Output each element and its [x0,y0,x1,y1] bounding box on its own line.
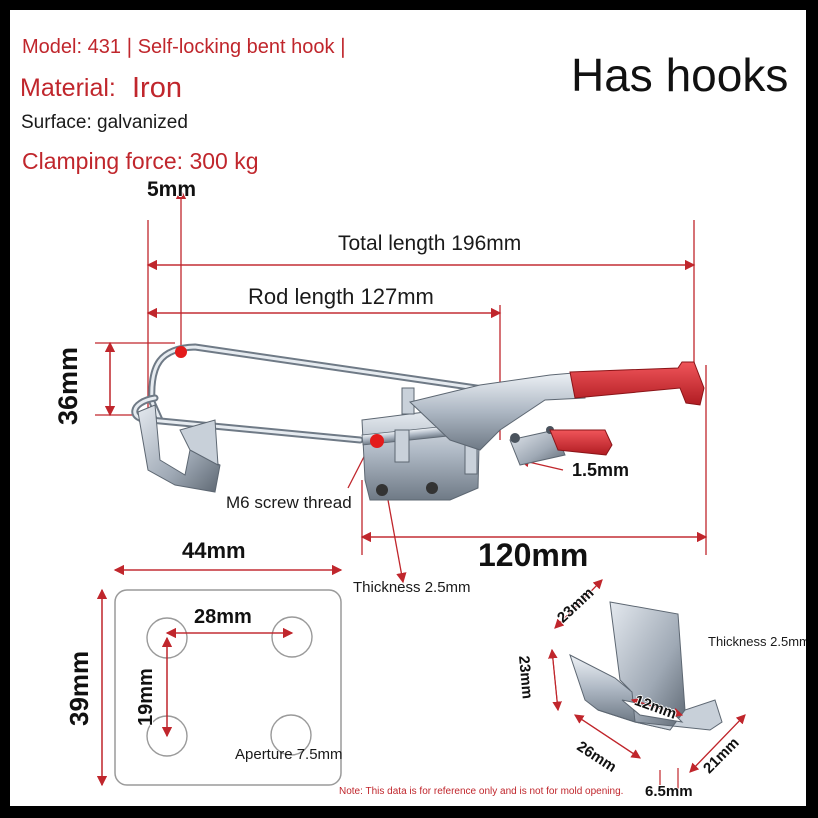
page-title: Has hooks [571,49,789,101]
material-label: Material: [20,74,116,102]
plate-hole-v-label: 19mm [135,668,157,726]
dim-36mm: 36mm [53,346,83,425]
product-spec-image: Model: 431❘Self-locking bent hook❘ Mater… [10,10,806,806]
hook-thickness-label: Thickness 2.5mm [708,634,806,649]
hook-side-23: 23mm [515,655,536,700]
dim-rod-length: Rod length 127mm [248,284,434,309]
plate-width-label: 44mm [182,538,246,563]
clamp-illustration [95,188,746,790]
model-text: Model: 431❘Self-locking bent hook❘ [22,36,352,58]
toggle-clamp [131,343,705,501]
hook-bottom-6-5: 6.5mm [645,783,693,800]
dim-120mm: 120mm [478,537,589,573]
dimension-lines [95,188,708,584]
surface-text: Surface: galvanized [21,112,188,133]
thickness-label-main: Thickness 2.5mm [353,579,471,596]
dim-1-5mm: 1.5mm [572,460,630,480]
dim-5mm: 5mm [147,178,197,201]
plate-hole-h-label: 28mm [194,606,252,628]
material-value: Iron [132,72,182,104]
screw-thread-label: M6 screw thread [226,493,352,512]
hook-bracket-drawing [548,579,746,790]
footer-note: Note: This data is for reference only an… [339,786,624,797]
aperture-label: Aperture 7.5mm [235,746,343,763]
plate-height-label: 39mm [64,650,94,726]
dim-total-length: Total length 196mm [338,232,522,255]
base-plate-drawing [96,564,343,787]
clamping-force-text: Clamping force: 300 kg [22,148,259,174]
